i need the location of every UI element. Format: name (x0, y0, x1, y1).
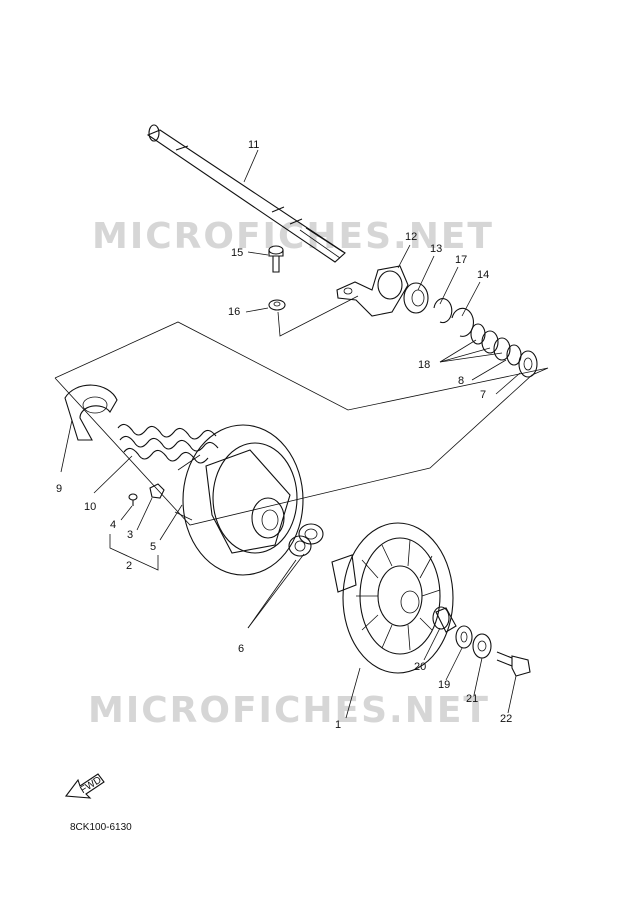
callout-9: 9 (56, 483, 62, 495)
callout-22: 22 (500, 713, 512, 725)
bushing-set-part-6 (288, 523, 324, 557)
leader-lines (60, 149, 521, 719)
callout-21: 21 (466, 693, 478, 705)
forward-direction-arrow: FWD (64, 773, 105, 799)
washer-part-16 (268, 299, 286, 311)
bolt-part-22 (496, 651, 531, 677)
assembly-boundary (54, 321, 549, 526)
callout-18: 18 (418, 359, 430, 371)
callout-1: 1 (335, 719, 341, 731)
callout-15: 15 (231, 247, 243, 259)
callout-10: 10 (84, 501, 96, 513)
watermark-bottom: MICROFICHES.NET (88, 690, 490, 731)
washer-part-19 (455, 625, 473, 649)
fwd-label: FWD (78, 775, 103, 796)
shaft-part (146, 124, 346, 263)
washer-part-21 (472, 633, 492, 659)
callout-6: 6 (238, 643, 244, 655)
spring-part-10 (117, 423, 219, 464)
circlip-part-14 (451, 307, 474, 337)
callout-2: 2 (126, 560, 132, 572)
callout-3: 3 (127, 529, 133, 541)
movable-sheave-part-2 (174, 424, 304, 576)
bearing-housing-part-12 (336, 265, 409, 317)
spring-seat-part-9 (64, 384, 118, 441)
callout-17: 17 (455, 254, 467, 266)
callout-5: 5 (150, 541, 156, 553)
callout-11: 11 (248, 139, 259, 151)
spacer-part-20 (432, 606, 457, 633)
callout-4: 4 (110, 519, 116, 531)
nut-part-3 (149, 483, 165, 499)
callout-8: 8 (458, 375, 464, 387)
spacer-set-part-18 (470, 323, 511, 361)
callout-13: 13 (430, 243, 442, 255)
reference-code: 8CK100-6130 (70, 822, 132, 833)
fixed-sheave-part-1 (331, 522, 454, 674)
bolt-part-15 (268, 245, 284, 273)
bearing-part-13 (403, 282, 429, 314)
callout-19: 19 (438, 679, 450, 691)
callout-14: 14 (477, 269, 489, 281)
callout-16: 16 (228, 306, 240, 318)
washer-part-7 (518, 350, 538, 378)
circlip-part-17 (433, 298, 453, 324)
callout-7: 7 (480, 389, 486, 401)
screw-part-4 (128, 493, 138, 506)
callout-12: 12 (405, 231, 417, 243)
callout-20: 20 (414, 661, 426, 673)
